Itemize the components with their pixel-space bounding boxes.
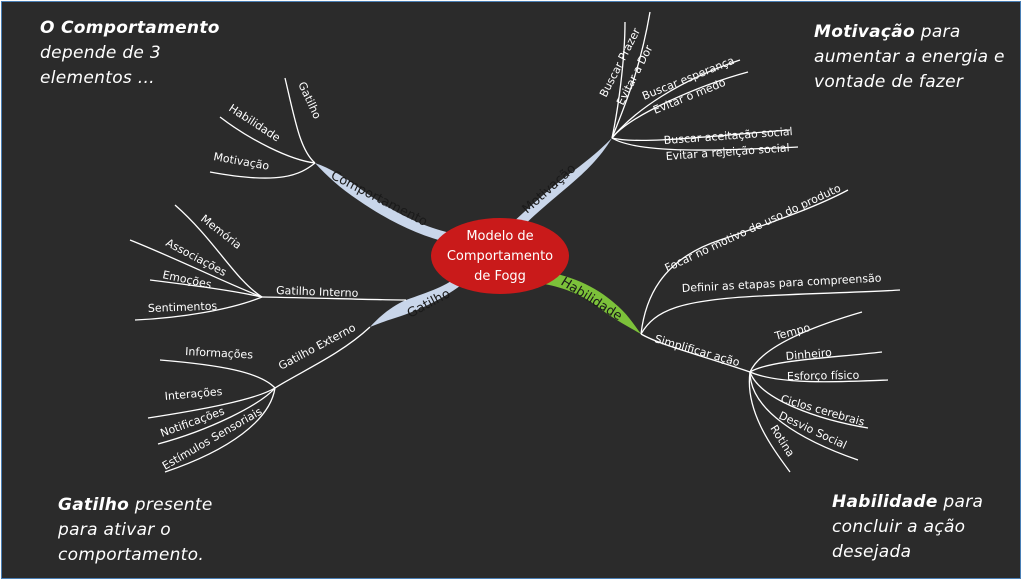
- node-tempo: Tempo: [772, 321, 811, 343]
- branch-motivacao-ribbon: [507, 138, 612, 232]
- center-node-line: Modelo de: [466, 229, 533, 244]
- caption-top-right-bold: Motivação: [814, 22, 916, 42]
- caption-top-right-line: vontade de fazer: [814, 72, 964, 92]
- node-dinheiro: Dinheiro: [785, 346, 833, 363]
- caption-bottom-left-bold: Gatilho: [58, 495, 130, 515]
- node-definir-etapas: Definir as etapas para compreensão: [681, 272, 882, 295]
- node-interacoes: Interações: [164, 385, 223, 403]
- node-rotina: Rotina: [767, 423, 797, 460]
- caption-top-right-inline: para: [915, 22, 961, 42]
- branch-habilidade-ribbon: [544, 272, 641, 334]
- caption-bottom-right-inline: para: [937, 492, 984, 512]
- caption-bottom-left-line: para ativar o: [58, 520, 171, 540]
- caption-bottom-left: Gatilho presente para ativar o comportam…: [58, 493, 213, 568]
- branch-gatilho-ribbon: [370, 274, 465, 327]
- caption-top-left-line: elementos ...: [40, 68, 155, 88]
- caption-top-left: O Comportamento depende de 3 elementos .…: [40, 16, 220, 91]
- node-memoria: Memória: [198, 212, 244, 252]
- caption-bottom-left-inline: presente: [129, 495, 213, 515]
- branch-motivacao-label: Motivação: [520, 161, 580, 217]
- node-informacoes: Informações: [185, 345, 254, 362]
- node-gatilho-interno: Gatilho Interno: [276, 284, 359, 300]
- center-node-line: Comportamento: [447, 249, 553, 264]
- caption-bottom-right: Habilidade para concluir a ação desejada: [832, 490, 983, 565]
- gatilho-connectors: [129, 204, 407, 473]
- branch-comportamento-ribbon: [315, 163, 455, 243]
- caption-top-left-bold: O Comportamento: [40, 18, 220, 38]
- habilidade-connectors: [640, 189, 901, 373]
- center-node: [431, 218, 569, 294]
- caption-top-right: Motivação para aumentar a energia e vont…: [814, 20, 1005, 95]
- node-habilidade-small: Habilidade: [226, 102, 282, 145]
- center-node-line: de Fogg: [474, 269, 526, 284]
- node-gatilho-small: Gatilho: [295, 80, 324, 121]
- caption-bottom-right-line: desejada: [832, 542, 912, 562]
- caption-top-left-line: depende de 3: [40, 43, 161, 63]
- caption-bottom-left-line: comportamento.: [58, 545, 205, 565]
- caption-bottom-right-line: concluir a ação: [832, 517, 966, 537]
- simplificar-connectors: [748, 311, 889, 473]
- branch-comportamento-label: Comportamento: [328, 168, 430, 230]
- comportamento-connectors: [209, 77, 316, 179]
- node-motivacao-small: Motivação: [212, 150, 270, 173]
- node-sentimentos: Sentimentos: [148, 300, 218, 315]
- node-emocoes: Emoções: [161, 268, 213, 291]
- branch-habilidade-label: Habilidade: [558, 275, 625, 324]
- motivacao-connectors: [611, 11, 799, 151]
- node-simplificar-acao: Simplificar ação: [653, 332, 741, 369]
- node-focar-motivo: Focar no motivo de uso do produto: [663, 181, 843, 274]
- node-esforco-fisico: Esforço físico: [787, 369, 860, 383]
- caption-bottom-right-bold: Habilidade: [832, 492, 938, 512]
- caption-top-right-line: aumentar a energia e: [814, 47, 1005, 67]
